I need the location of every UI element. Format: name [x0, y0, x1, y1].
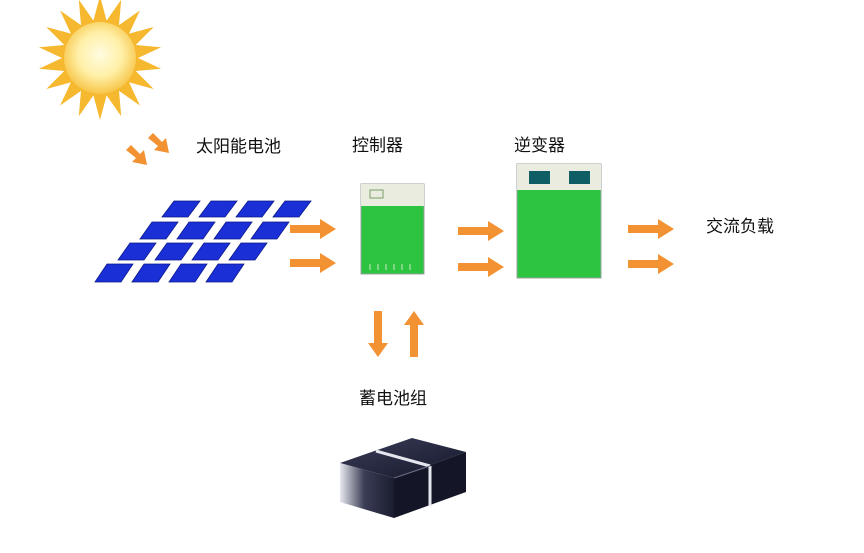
battery-bank-icon — [340, 438, 466, 518]
flow-arrow-right — [290, 219, 336, 239]
flow-arrow-up — [404, 311, 424, 357]
solar-cell — [168, 263, 208, 283]
solar-cell — [154, 242, 194, 261]
sunlight-arrows — [126, 133, 169, 165]
solar-cell — [176, 221, 216, 240]
label-solar-panel: 太阳能电池 — [196, 137, 281, 157]
flow-arrow-right — [458, 221, 504, 241]
sun-icon — [38, 0, 162, 120]
flow-arrow-right — [628, 219, 674, 239]
solar-cell — [205, 263, 245, 283]
solar-cell — [235, 200, 275, 218]
solar-cell — [161, 200, 201, 218]
label-inverter: 逆变器 — [514, 136, 565, 156]
sunlight-arrow — [126, 145, 147, 165]
controller-icon — [360, 183, 425, 275]
flow-arrow-right — [458, 257, 504, 277]
solar-cell — [228, 242, 268, 261]
solar-cell — [250, 221, 290, 240]
solar-cell — [191, 242, 231, 261]
label-ac-load: 交流负载 — [706, 217, 774, 237]
flow-arrow-down — [368, 311, 388, 357]
solar-cell — [272, 200, 312, 218]
flow-arrows — [290, 219, 674, 357]
sun-disc — [64, 22, 136, 94]
inverter-icon — [516, 163, 602, 279]
label-controller: 控制器 — [352, 136, 403, 156]
solar-cell — [117, 242, 157, 261]
solar-cell — [131, 263, 171, 283]
solar-cell — [94, 263, 134, 283]
solar-cell — [213, 221, 253, 240]
sunlight-arrow — [148, 133, 169, 153]
solar-cell — [198, 200, 238, 218]
flow-arrow-right — [628, 254, 674, 274]
solar-panel-icon — [94, 200, 312, 283]
solar-cell — [139, 221, 179, 240]
label-battery-bank: 蓄电池组 — [359, 389, 427, 409]
flow-arrow-right — [290, 253, 336, 273]
